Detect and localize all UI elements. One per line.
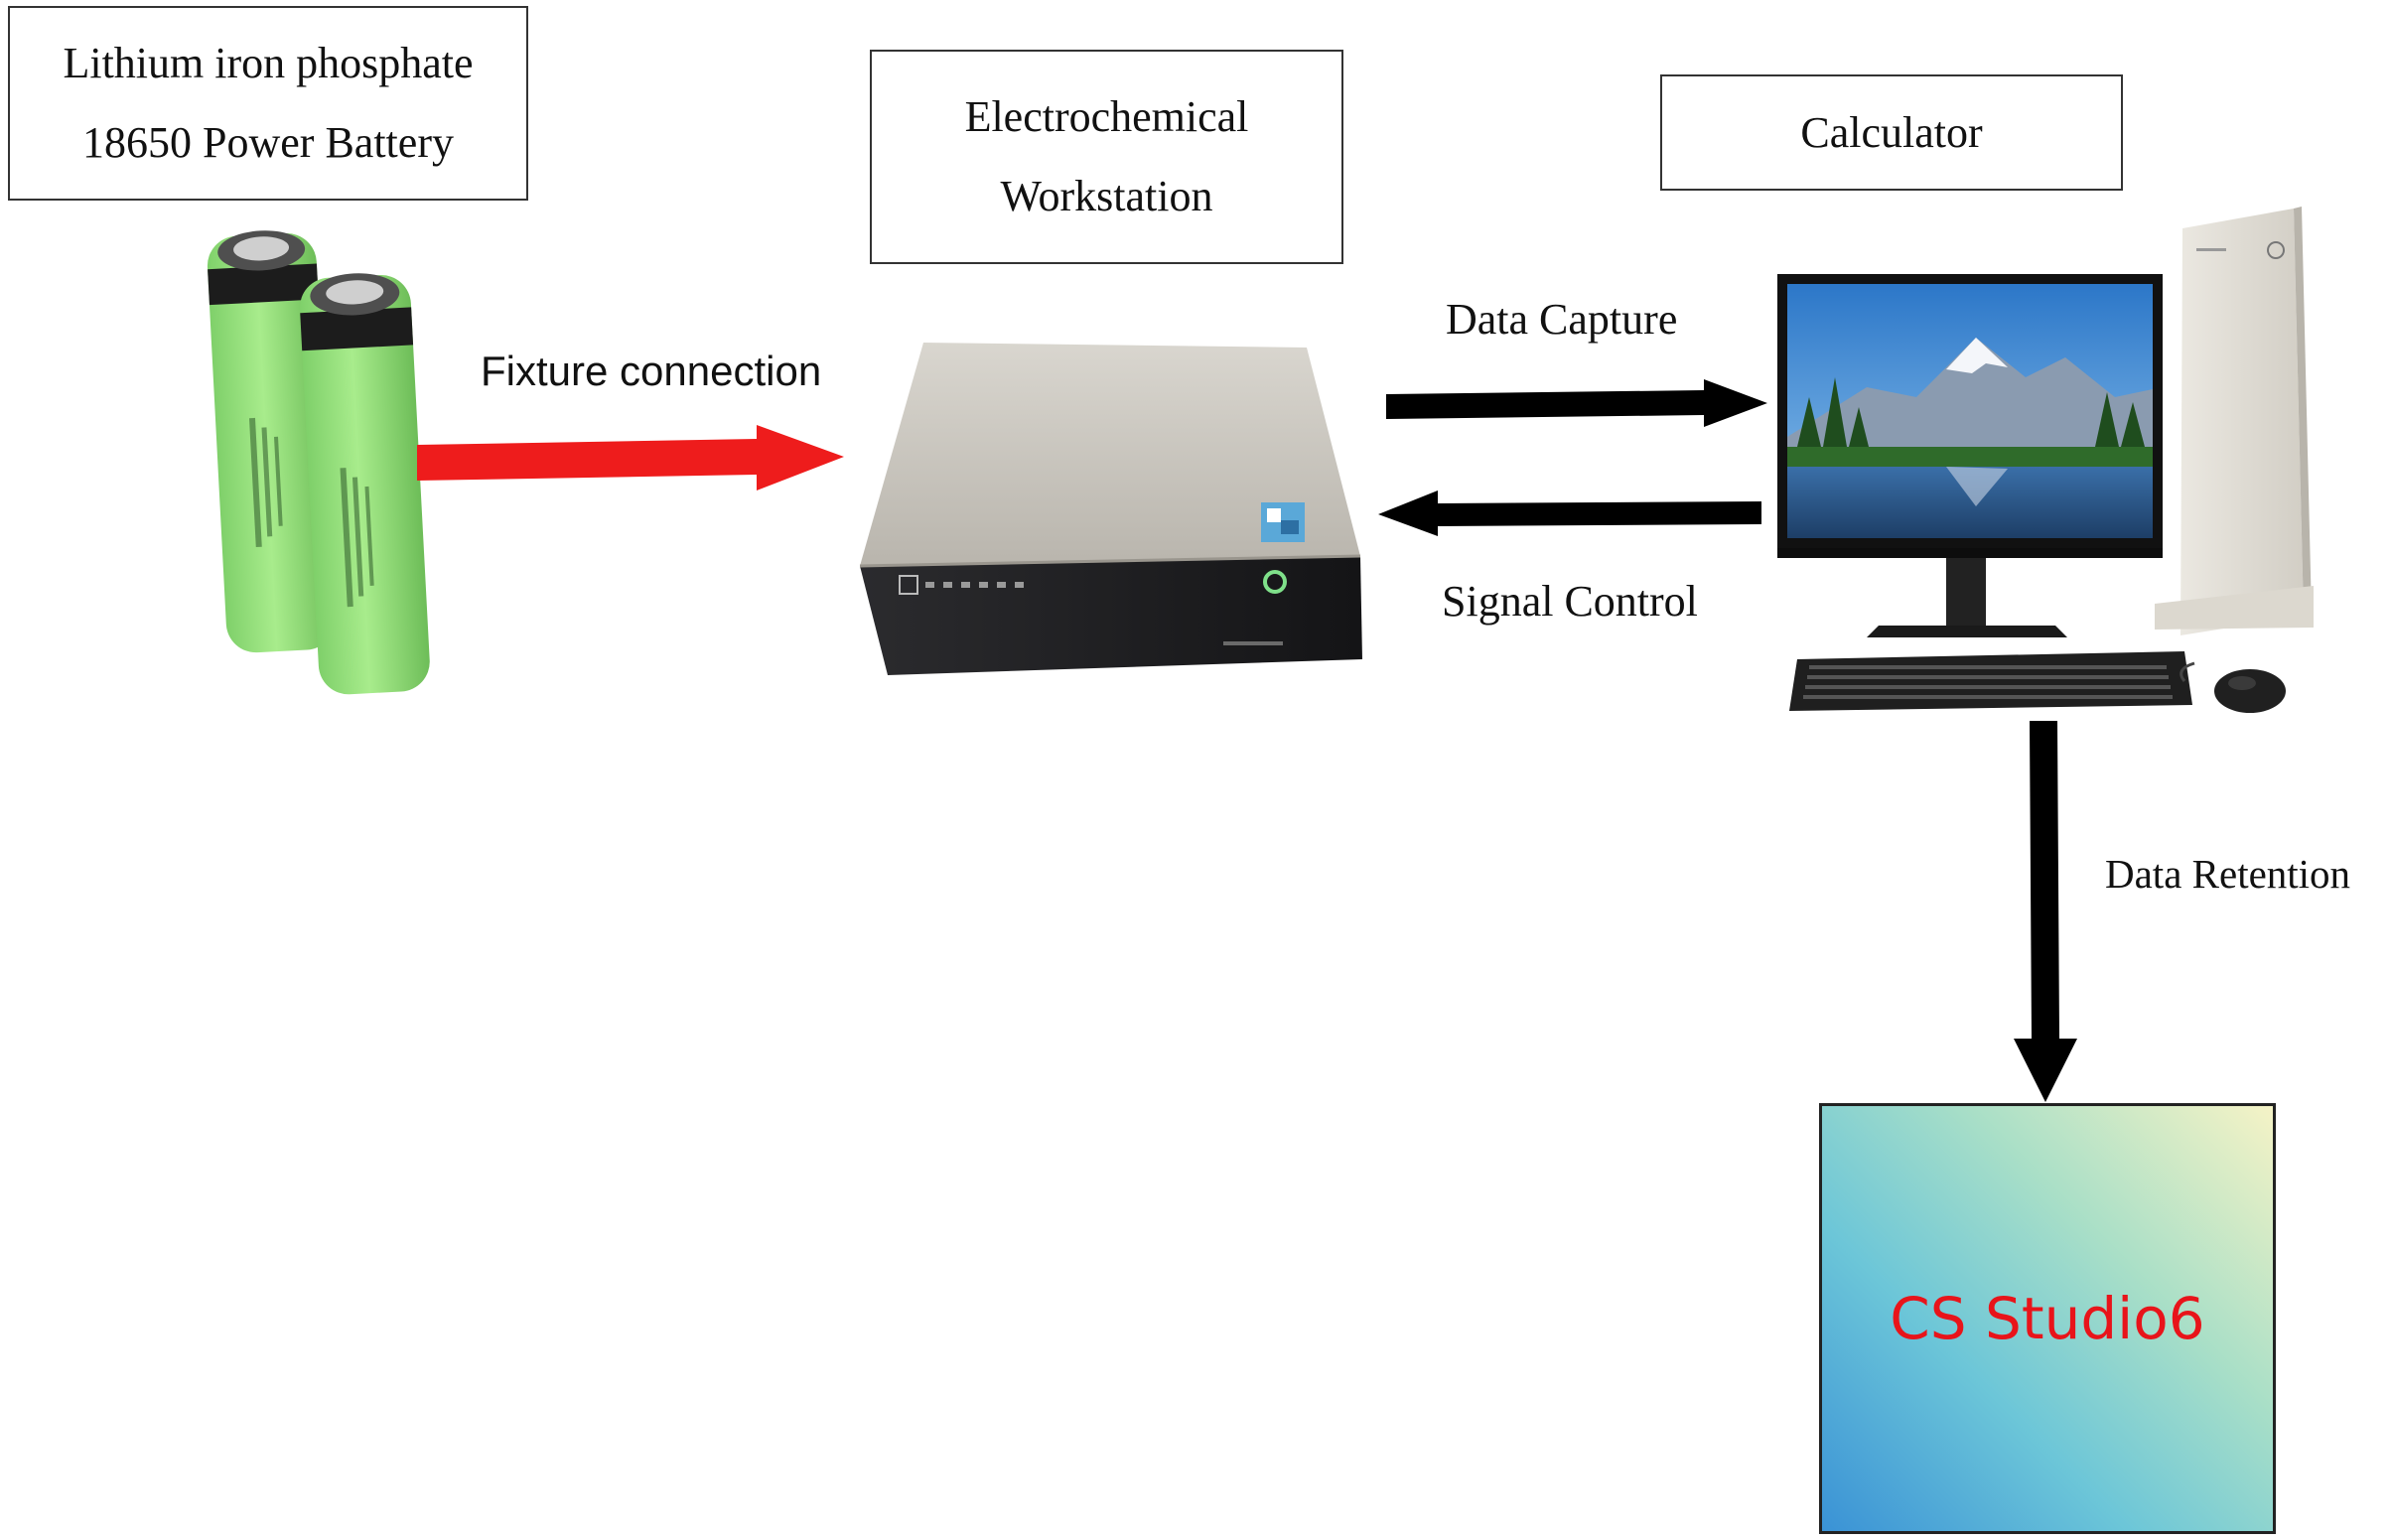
battery-label-line2: 18650 Power Battery xyxy=(82,118,454,167)
data-retention-label: Data Retention xyxy=(2105,851,2351,897)
mouse-icon xyxy=(2180,661,2286,713)
battery-label-line1: Lithium iron phosphate xyxy=(63,39,474,87)
workstation-box: Electrochemical Workstation xyxy=(870,50,1343,264)
battery-pair-icon xyxy=(207,230,430,695)
cs-studio-label: CS Studio6 xyxy=(1890,1285,2205,1352)
calculator-box: Calculator xyxy=(1660,74,2123,191)
data-retention-arrow xyxy=(2014,721,2077,1102)
desktop-computer-icon xyxy=(1777,207,2314,713)
signal-control-label: Signal Control xyxy=(1442,577,1698,626)
signal-control-arrow xyxy=(1378,490,1761,536)
fixture-connection-arrow xyxy=(417,425,844,490)
workstation-device-icon xyxy=(859,343,1362,675)
data-capture-arrow xyxy=(1386,379,1767,427)
keyboard-icon xyxy=(1789,651,2192,711)
data-capture-label: Data Capture xyxy=(1446,295,1678,344)
cs-studio-box: CS Studio6 xyxy=(1819,1103,2276,1534)
workstation-label-line1: Electrochemical xyxy=(964,92,1249,141)
workstation-label-line2: Workstation xyxy=(1000,172,1213,220)
monitor-icon xyxy=(1777,274,2163,637)
fixture-connection-label: Fixture connection xyxy=(481,348,822,394)
battery-box: Lithium iron phosphate 18650 Power Batte… xyxy=(8,6,528,201)
calculator-label: Calculator xyxy=(1800,107,1983,157)
pc-tower-icon xyxy=(2155,207,2314,635)
